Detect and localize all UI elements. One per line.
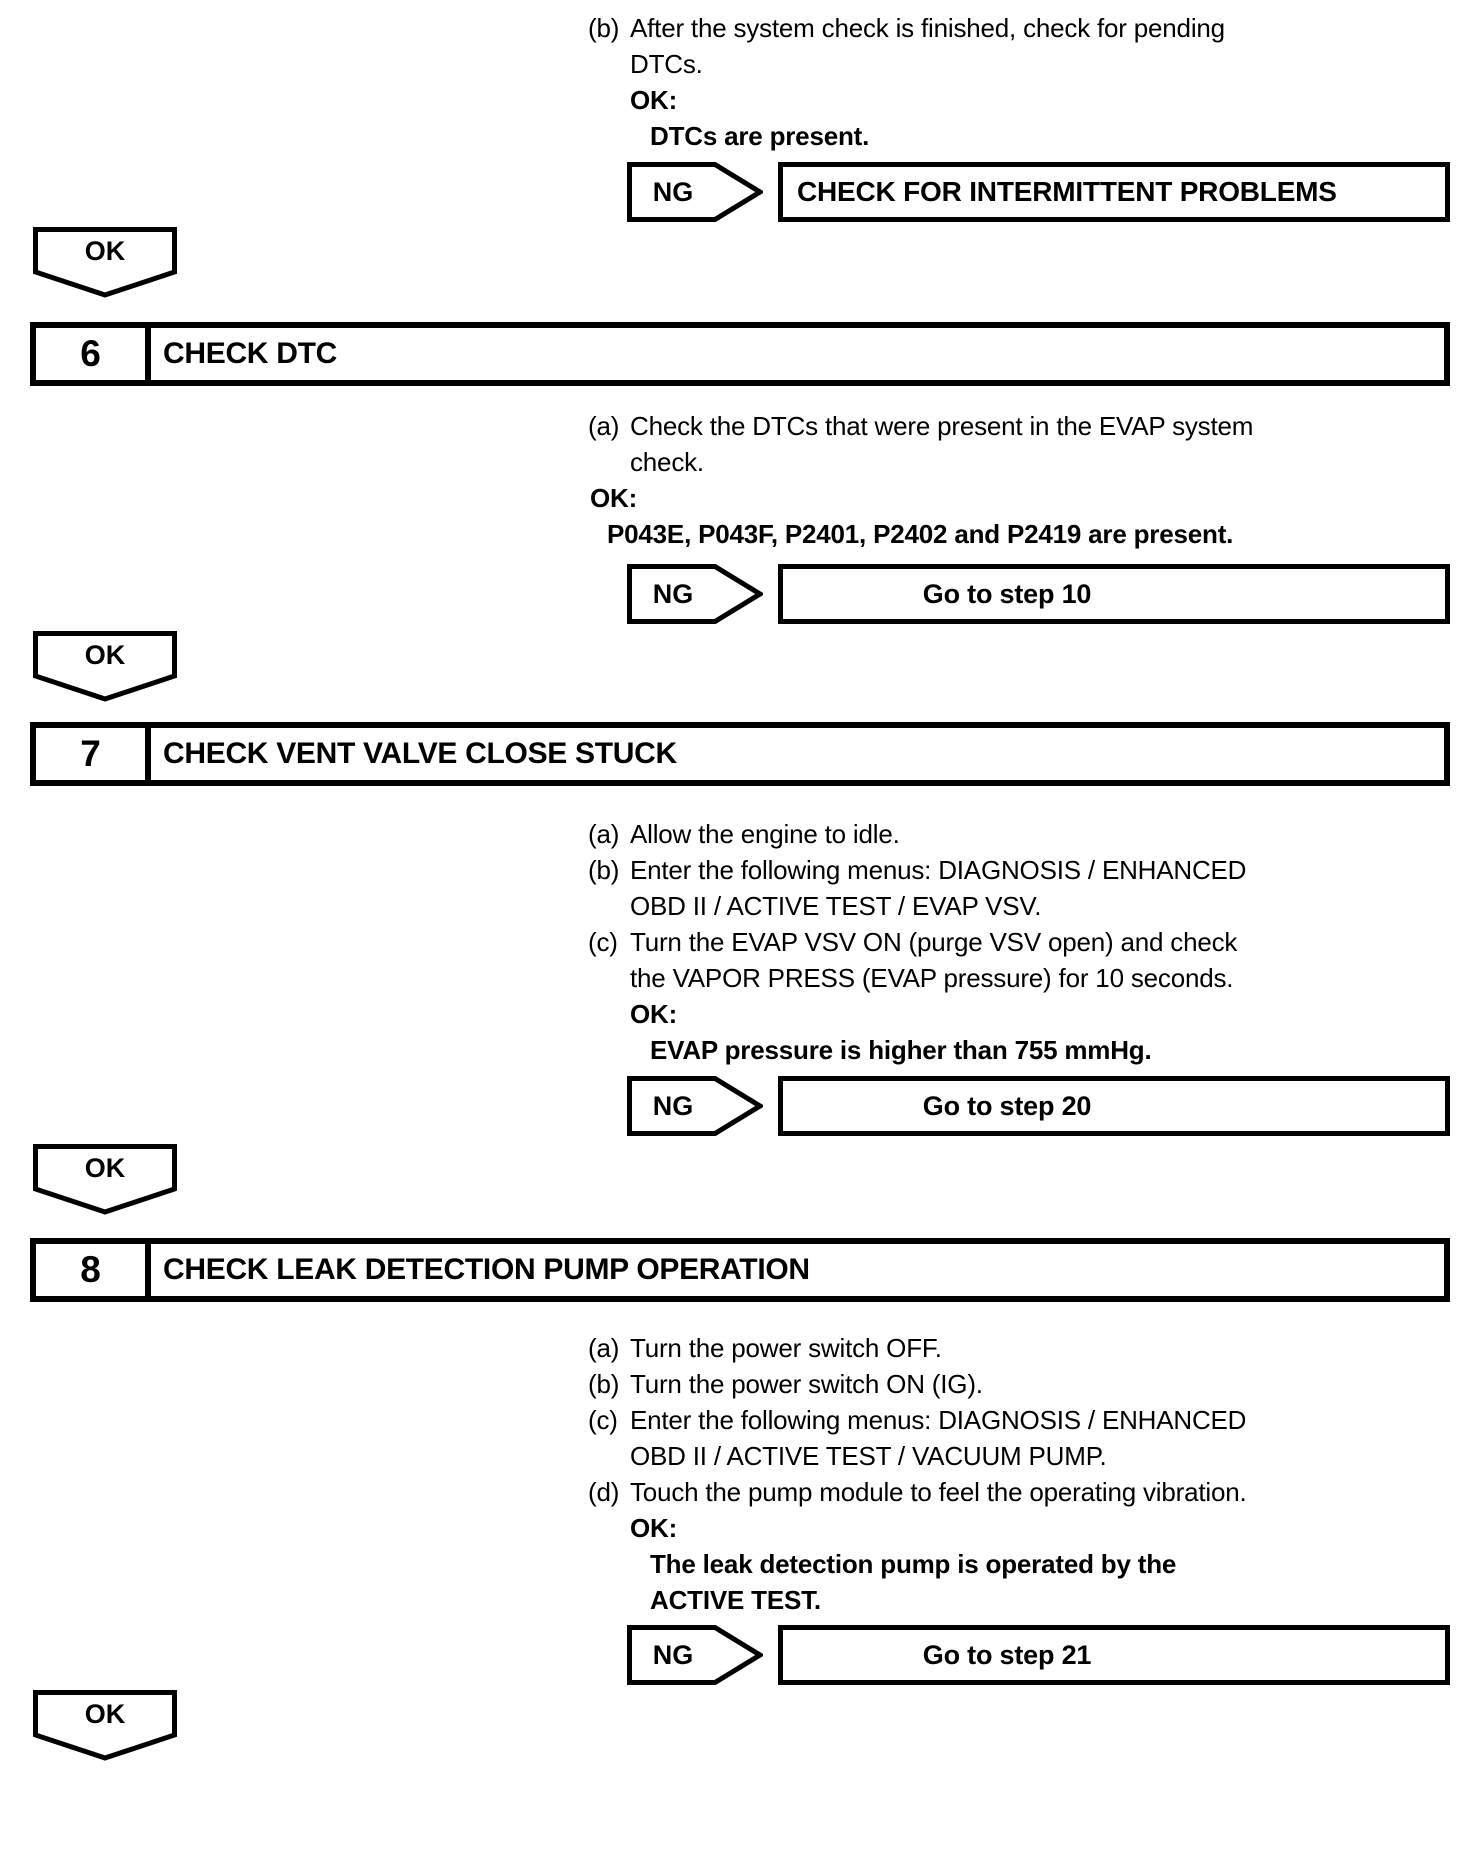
ng-result-box: CHECK FOR INTERMITTENT PROBLEMS	[778, 162, 1450, 222]
ok-condition: DTCs are present.	[650, 121, 870, 151]
ok-connector-label: OK	[84, 639, 126, 670]
step-title: CHECK VENT VALVE CLOSE STUCK	[163, 737, 677, 770]
instruction-item: (c) Turn the EVAP VSV ON (purge VSV open…	[588, 924, 1472, 996]
instruction-item: (a) Check the DTCs that were present in …	[588, 408, 1472, 480]
ng-result-text: Go to step 21	[922, 1639, 1092, 1670]
ng-label: NG	[652, 578, 694, 609]
list-marker: (d)	[588, 1477, 620, 1507]
ok-arrow-icon	[33, 631, 177, 702]
step-number: 7	[36, 728, 151, 780]
list-marker: (c)	[588, 1405, 618, 1435]
ng-label: NG	[652, 1639, 694, 1670]
step-header: 7 CHECK VENT VALVE CLOSE STUCK	[30, 722, 1450, 786]
ng-arrow-icon	[627, 564, 763, 624]
instruction-item: (b) Turn the power switch ON (IG).	[588, 1366, 1472, 1402]
instruction-item: (d) Touch the pump module to feel the op…	[588, 1474, 1472, 1510]
ng-branch-row: NG Go to step 10	[627, 564, 1472, 624]
instruction-block-intro: (b) After the system check is finished, …	[588, 0, 1472, 154]
ng-arrow: NG	[627, 162, 763, 222]
instruction-text: Enter the following menus: DIAGNOSIS / E…	[630, 1405, 1247, 1471]
step-title: CHECK LEAK DETECTION PUMP OPERATION	[163, 1253, 810, 1286]
ng-branch-row: NG Go to step 21	[627, 1625, 1472, 1685]
ng-branch-row: NG CHECK FOR INTERMITTENT PROBLEMS	[627, 162, 1472, 222]
ng-arrow-icon	[627, 1076, 763, 1136]
ng-result-box: Go to step 20	[778, 1076, 1450, 1136]
instruction-text: Touch the pump module to feel the operat…	[630, 1477, 1247, 1507]
ng-arrow: NG	[627, 1076, 763, 1136]
ok-connector: OK	[33, 1144, 177, 1215]
ok-connector-label: OK	[84, 1698, 126, 1729]
ok-arrow-icon	[33, 1690, 177, 1761]
ok-connector-label: OK	[84, 235, 126, 266]
ok-condition: The leak detection pump is operated by t…	[650, 1549, 1177, 1615]
ok-heading: OK:	[590, 483, 638, 513]
ok-connector: OK	[33, 1690, 177, 1761]
instruction-item: (c) Enter the following menus: DIAGNOSIS…	[588, 1402, 1472, 1474]
list-marker: (a)	[588, 411, 620, 441]
ng-label: NG	[652, 176, 694, 207]
ng-result-box: Go to step 10	[778, 564, 1450, 624]
instruction-item: (b) Enter the following menus: DIAGNOSIS…	[588, 852, 1472, 924]
step-header: 6 CHECK DTC	[30, 322, 1450, 386]
ng-result-text: Go to step 20	[922, 1090, 1092, 1121]
list-marker: (a)	[588, 819, 620, 849]
ng-branch-row: NG Go to step 20	[627, 1076, 1472, 1136]
step-title: CHECK DTC	[163, 337, 337, 370]
instruction-text: Enter the following menus: DIAGNOSIS / E…	[630, 855, 1247, 921]
instruction-item: (a) Allow the engine to idle.	[588, 816, 1472, 852]
ng-label: NG	[652, 1090, 694, 1121]
instruction-block-step6: (a) Check the DTCs that were present in …	[588, 408, 1472, 552]
instruction-text: Allow the engine to idle.	[630, 819, 900, 849]
ok-arrow-icon	[33, 227, 177, 298]
step-number: 6	[36, 328, 151, 380]
ok-condition: P043E, P043F, P2401, P2402 and P2419 are…	[607, 519, 1234, 549]
list-marker: (a)	[588, 1333, 620, 1363]
instruction-item: (a) Turn the power switch OFF.	[588, 1330, 1472, 1366]
ok-heading: OK:	[630, 999, 678, 1029]
instruction-text: Turn the power switch ON (IG).	[630, 1369, 983, 1399]
instruction-text: Check the DTCs that were present in the …	[630, 411, 1254, 477]
instruction-text: Turn the EVAP VSV ON (purge VSV open) an…	[630, 927, 1238, 993]
instruction-text: After the system check is finished, chec…	[630, 13, 1225, 79]
instruction-block-step7: (a) Allow the engine to idle. (b) Enter …	[588, 816, 1472, 1068]
ng-arrow-icon	[627, 1625, 763, 1685]
ok-connector: OK	[33, 631, 177, 702]
list-marker: (b)	[588, 13, 620, 43]
ok-arrow-icon	[33, 1144, 177, 1215]
instruction-text: Turn the power switch OFF.	[630, 1333, 942, 1363]
list-marker: (b)	[588, 855, 620, 885]
ok-connector: OK	[33, 227, 177, 298]
ng-arrow-icon	[627, 162, 763, 222]
ng-result-box: Go to step 21	[778, 1625, 1450, 1685]
list-marker: (c)	[588, 927, 618, 957]
ng-result-text: CHECK FOR INTERMITTENT PROBLEMS	[797, 176, 1337, 207]
ng-arrow: NG	[627, 564, 763, 624]
ok-connector-label: OK	[84, 1152, 126, 1183]
step-number: 8	[36, 1244, 151, 1296]
ok-heading: OK:	[630, 1513, 678, 1543]
instruction-item: (b) After the system check is finished, …	[588, 10, 1472, 82]
ok-condition: EVAP pressure is higher than 755 mmHg.	[650, 1035, 1152, 1065]
ng-result-text: Go to step 10	[922, 578, 1092, 609]
ng-arrow: NG	[627, 1625, 763, 1685]
list-marker: (b)	[588, 1369, 620, 1399]
instruction-block-step8: (a) Turn the power switch OFF. (b) Turn …	[588, 1330, 1472, 1618]
ok-heading: OK:	[630, 85, 678, 115]
step-header: 8 CHECK LEAK DETECTION PUMP OPERATION	[30, 1238, 1450, 1302]
